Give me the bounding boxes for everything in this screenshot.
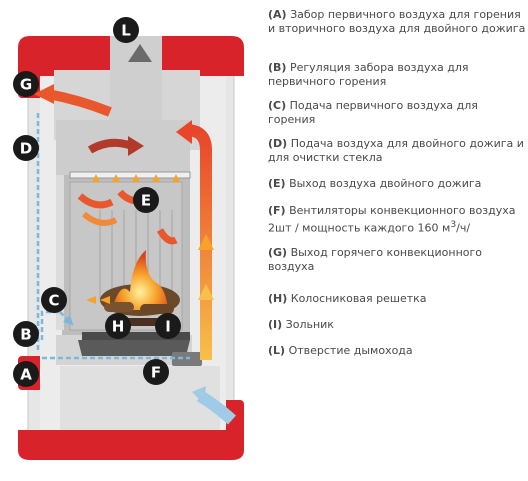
legend-item-g: (G) Выход горячего конвекционного воздух… (268, 246, 482, 273)
svg-text:A: A (20, 366, 32, 384)
svg-text:G: G (20, 76, 32, 94)
legend-item-a: (A) Забор первичного воздуха для горения… (268, 8, 526, 35)
badge-c: C (41, 287, 67, 313)
svg-text:E: E (141, 192, 151, 210)
flue-gas-arrows (87, 44, 152, 156)
badge-d: D (13, 135, 39, 161)
legend-item-b: (B) Регуляция забора воздуха для первичн… (268, 61, 469, 88)
bottom-red-base (18, 430, 244, 460)
badge-e: E (133, 187, 159, 213)
stove-body (18, 36, 244, 460)
convection-air-arrows (176, 120, 214, 360)
secondary-air-arrows (77, 174, 180, 245)
badge-i: I (155, 313, 181, 339)
badge-l: L (113, 17, 139, 43)
badge-b: B (13, 321, 39, 347)
legend-item-h: (H) Колосниковая решетка (268, 292, 427, 305)
legend-item-l: (L) Отверстие дымохода (268, 344, 413, 357)
legend-item-f: (F) Вентиляторы конвекционного воздуха 2… (268, 204, 516, 235)
legend-item-d: (D) Подача воздуха для двойного дожига и… (268, 137, 524, 164)
legend-item-c: (C) Подача первичного воздуха для горени… (268, 99, 478, 126)
svg-text:I: I (165, 318, 171, 336)
svg-text:H: H (112, 318, 125, 336)
svg-text:B: B (20, 326, 31, 344)
primary-air-arrows (86, 296, 110, 304)
badge-h: H (105, 313, 131, 339)
svg-text:F: F (151, 364, 161, 382)
legend-item-e: (E) Выход воздуха двойного дожига (268, 177, 482, 190)
badge-g: G (13, 71, 39, 97)
legend-item-i: (I) Зольник (268, 318, 334, 331)
svg-text:C: C (48, 292, 59, 310)
svg-text:D: D (20, 140, 32, 158)
ash-pan (78, 340, 190, 356)
badge-a: A (13, 361, 39, 387)
cold-air-inflow-arrow (192, 386, 236, 425)
hot-air-outlet-arrows (34, 84, 112, 117)
badge-f: F (143, 359, 169, 385)
svg-text:L: L (121, 22, 131, 40)
